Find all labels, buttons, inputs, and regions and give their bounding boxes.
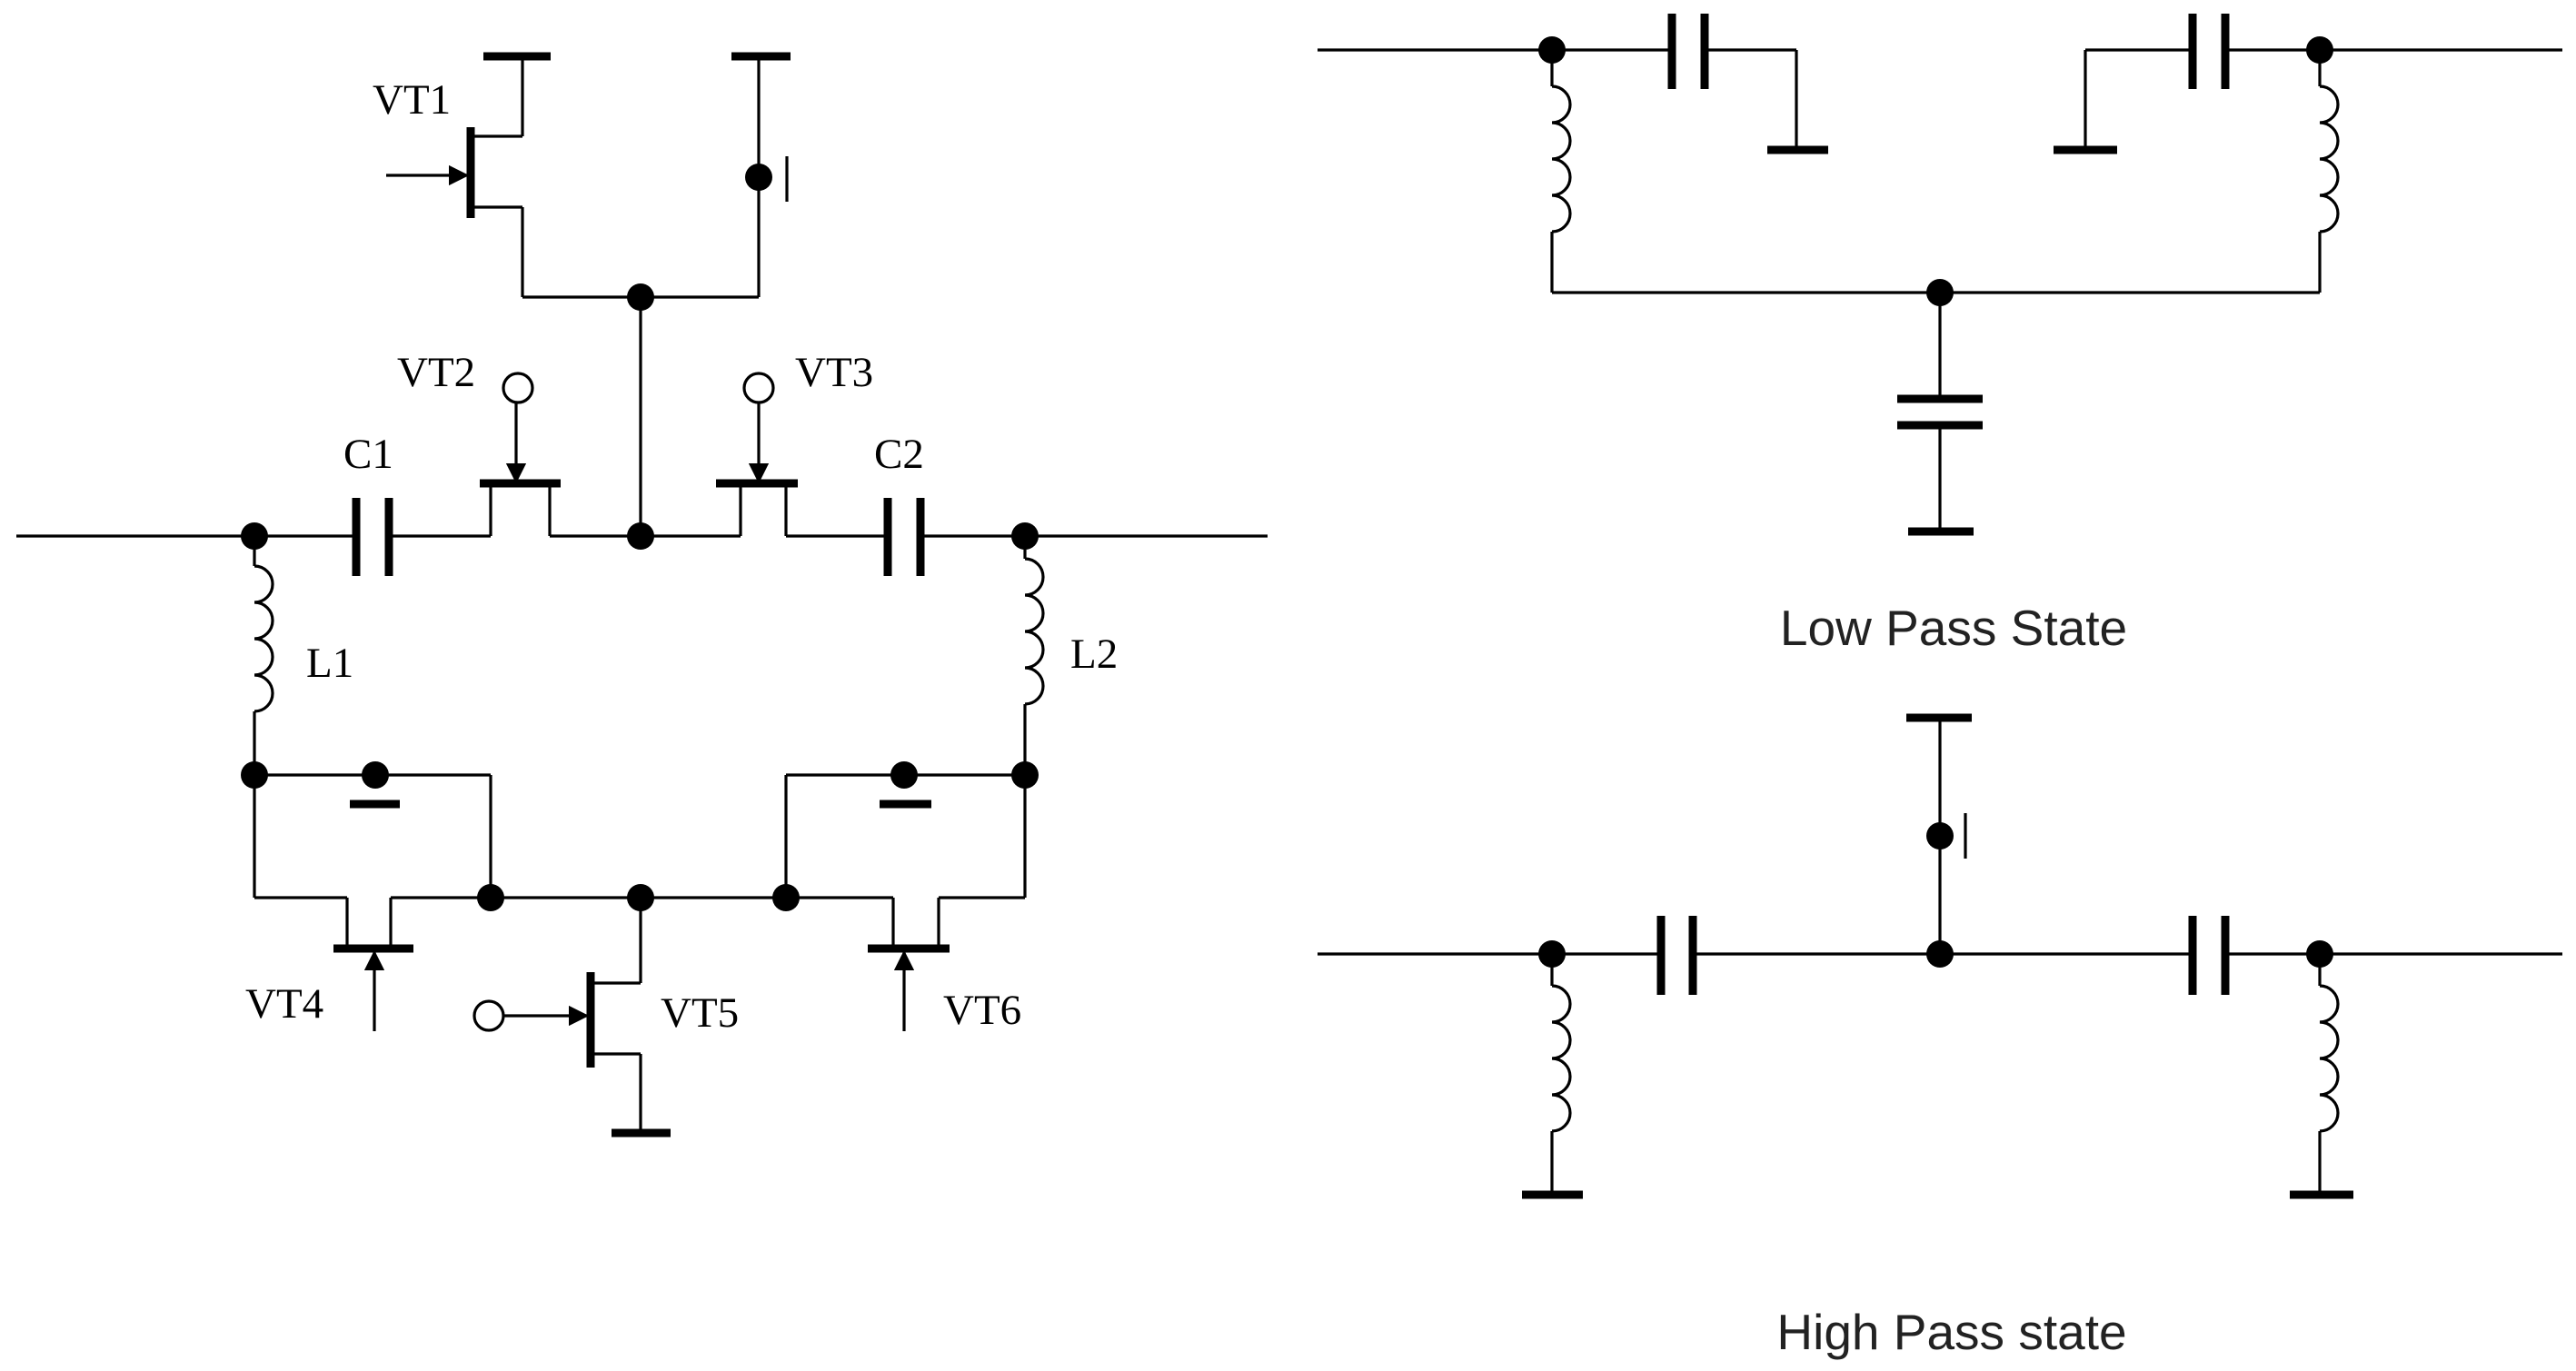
junction-dots bbox=[241, 164, 1039, 911]
label-vt6: VT6 bbox=[943, 987, 1021, 1034]
label-vt4: VT4 bbox=[245, 980, 323, 1028]
transistor-vt1 bbox=[386, 52, 551, 297]
high-pass-state-diagram: High Pass state bbox=[1318, 713, 2562, 1360]
switched-filter-schematic: VT1 VT2 VT3 C1 C2 L1 L2 VT4 VT5 VT6 bbox=[16, 52, 1268, 1138]
transistor-vt2 bbox=[480, 372, 561, 536]
caption-high-pass: High Pass state bbox=[1776, 1304, 2126, 1360]
capacitor-c2 bbox=[883, 498, 925, 576]
inductor-l2 bbox=[1023, 536, 1045, 775]
transistor-vt3 bbox=[716, 372, 798, 536]
transistor-vt6 bbox=[868, 944, 950, 1031]
low-pass-state-diagram: Low Pass State bbox=[1318, 14, 2562, 656]
inductor-l1 bbox=[253, 536, 274, 775]
transistor-vt4 bbox=[333, 944, 413, 1031]
label-l2: L2 bbox=[1070, 631, 1118, 678]
label-l1: L1 bbox=[306, 640, 353, 687]
label-vt3: VT3 bbox=[795, 349, 873, 396]
transistor-vt5 bbox=[472, 898, 671, 1138]
capacitor-c1 bbox=[352, 498, 393, 576]
caption-low-pass: Low Pass State bbox=[1780, 600, 2127, 656]
label-vt5: VT5 bbox=[661, 989, 739, 1037]
label-vt1: VT1 bbox=[373, 76, 451, 124]
label-vt2: VT2 bbox=[397, 349, 475, 396]
label-c1: C1 bbox=[343, 431, 393, 478]
label-c2: C2 bbox=[874, 431, 924, 478]
